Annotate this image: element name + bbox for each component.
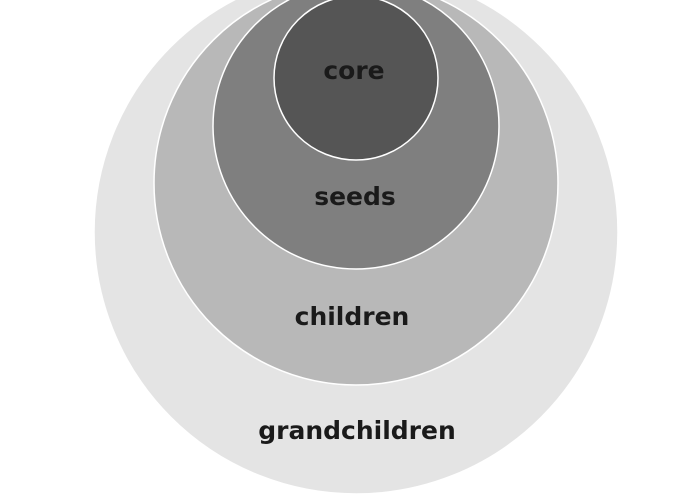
label-seeds: seeds	[314, 182, 396, 211]
label-children: children	[295, 302, 410, 331]
label-core: core	[323, 56, 384, 85]
ring-core	[273, 0, 439, 161]
label-grandchildren: grandchildren	[258, 416, 456, 445]
